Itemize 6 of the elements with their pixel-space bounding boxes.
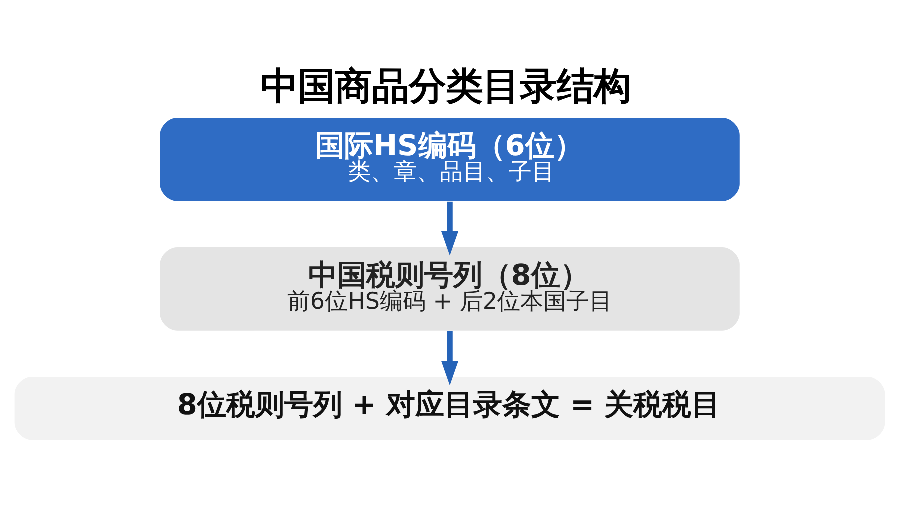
arrow [441, 202, 459, 256]
arrow [441, 331, 459, 386]
node-box: 国际HS编码（6位） 类、章、品目、子目 [160, 118, 740, 202]
diagram-title: 中国商品分类目录结构 [260, 64, 631, 108]
node-box: 中国税则号列（8位） 前6位HS编码 + 后2位本国子目 [160, 247, 740, 331]
node-box: 8位税则号列 + 对应目录条文 = 关税税目 [14, 376, 886, 440]
